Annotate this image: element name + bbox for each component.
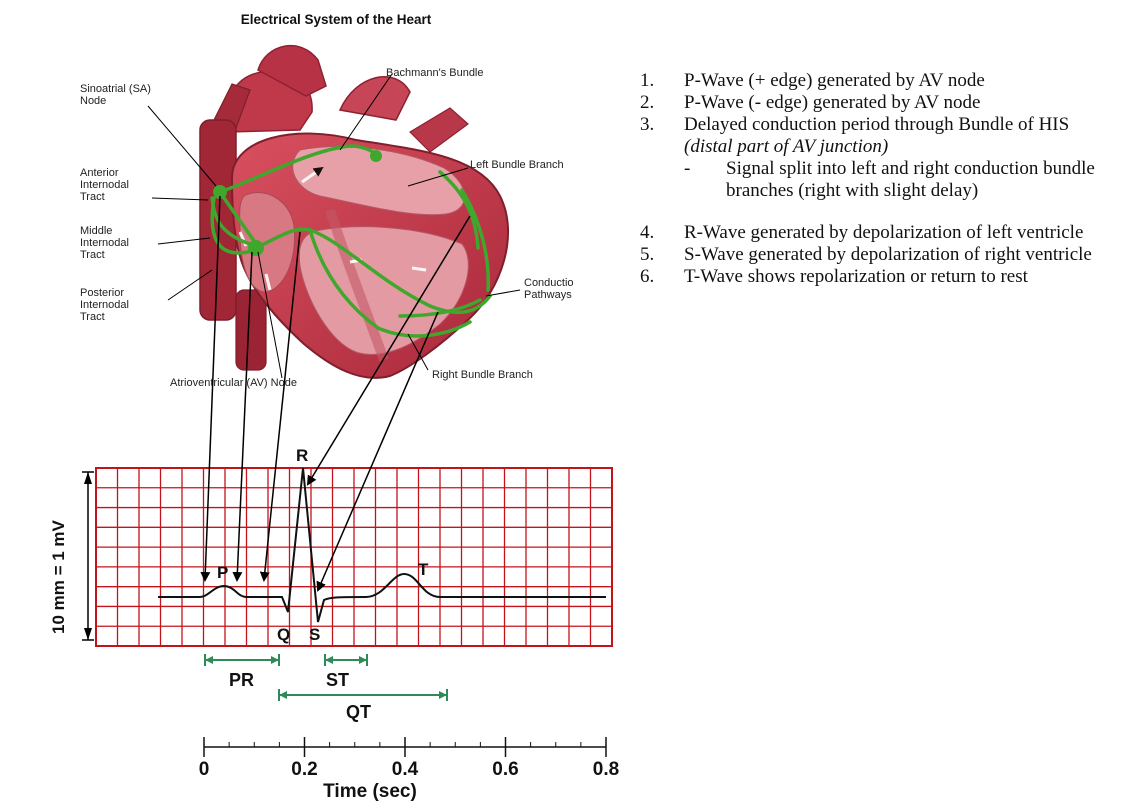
label-sa-node-line: Sinoatrial (SA) (80, 83, 151, 95)
label-anterior-line: Internodal (80, 179, 129, 191)
step-list: 1. P-Wave (+ edge) generated by AV node 2… (640, 70, 1115, 288)
av-node-marker (248, 240, 264, 256)
list-item: 2. P-Wave (- edge) generated by AV node (640, 92, 1115, 114)
amplitude-label: 10 mm = 1 mV (49, 519, 68, 634)
tick-label: 0.8 (593, 759, 619, 780)
label-posterior-line: Internodal (80, 299, 129, 311)
step-number: 6. (640, 266, 654, 288)
time-axis: 0 0.2 0.4 0.6 0.8 Time (sec) (199, 737, 620, 802)
step-number: 5. (640, 244, 654, 266)
label-bachmann: Bachmann's Bundle (386, 67, 484, 79)
bachmann-marker (370, 150, 382, 162)
label-conduction-line: Pathways (524, 289, 572, 301)
time-ticks: 0 0.2 0.4 0.6 0.8 (199, 737, 620, 780)
list-item: 6. T-Wave shows repolarization or return … (640, 266, 1115, 288)
step-text: P-Wave (- edge) generated by AV node (684, 92, 980, 113)
amplitude-scale: 10 mm = 1 mV (49, 472, 94, 640)
label-middle-line: Internodal (80, 237, 129, 249)
flow-arrow (412, 268, 426, 270)
inferior-vena-cava (236, 290, 266, 370)
wave-label-r: R (296, 446, 308, 465)
step-text: S-Wave generated by depolarization of ri… (684, 244, 1092, 265)
interval-label-pr: PR (229, 670, 254, 690)
step-text: R-Wave generated by depolarization of le… (684, 222, 1083, 243)
step-number: 2. (640, 92, 654, 114)
tick-label: 0.4 (392, 759, 419, 780)
interval-label-st: ST (326, 670, 349, 690)
step-number: 3. (640, 114, 654, 136)
time-axis-label: Time (sec) (323, 781, 417, 802)
wave-label-p: P (217, 563, 228, 582)
interval-label-qt: QT (346, 702, 371, 722)
step-number: 1. (640, 70, 654, 92)
list-item: 1. P-Wave (+ edge) generated by AV node (640, 70, 1115, 92)
heart-title: Electrical System of the Heart (241, 12, 432, 27)
label-sa-node: Sinoatrial (SA)Node (80, 83, 151, 107)
label-middle-line: Tract (80, 249, 105, 261)
wave-label-q: Q (277, 625, 290, 644)
label-posterior-line: Tract (80, 311, 105, 323)
tick-label: 0 (199, 759, 210, 780)
tick-label: 0.2 (291, 759, 317, 780)
label-anterior-line: Anterior (80, 167, 119, 179)
step-number: 4. (640, 222, 654, 244)
sub-step-text: Signal split into left and right conduct… (726, 158, 1095, 201)
label-left-bundle: Left Bundle Branch (470, 159, 564, 171)
label-av-node: Atrioventricular (AV) Node (170, 377, 297, 389)
tick-label: 0.6 (492, 759, 518, 780)
step-note: (distal part of AV junction) (684, 136, 888, 157)
sub-bullet: - (684, 158, 690, 180)
list-item: 4. R-Wave generated by depolarization of … (640, 222, 1115, 244)
ecg-grid (96, 468, 612, 646)
wave-label-t: T (418, 560, 429, 579)
list-gap (640, 202, 1115, 222)
list-item: 5. S-Wave generated by depolarization of … (640, 244, 1115, 266)
list-item: 3. Delayed conduction period through Bund… (640, 114, 1115, 158)
step-text: Delayed conduction period through Bundle… (684, 114, 1069, 135)
step-text: P-Wave (+ edge) generated by AV node (684, 70, 985, 91)
sub-list-item: - Signal split into left and right conduc… (640, 158, 1115, 202)
label-posterior-line: Posterior (80, 287, 124, 299)
label-right-bundle: Right Bundle Branch (432, 369, 533, 381)
step-text: T-Wave shows repolarization or return to… (684, 266, 1028, 287)
label-middle-line: Middle (80, 225, 112, 237)
label-conduction-line: Conductio (524, 277, 574, 289)
label-sa-node-line: Node (80, 95, 106, 107)
right-vessel (410, 108, 468, 152)
label-anterior-line: Tract (80, 191, 105, 203)
wave-label-s: S (309, 625, 320, 644)
